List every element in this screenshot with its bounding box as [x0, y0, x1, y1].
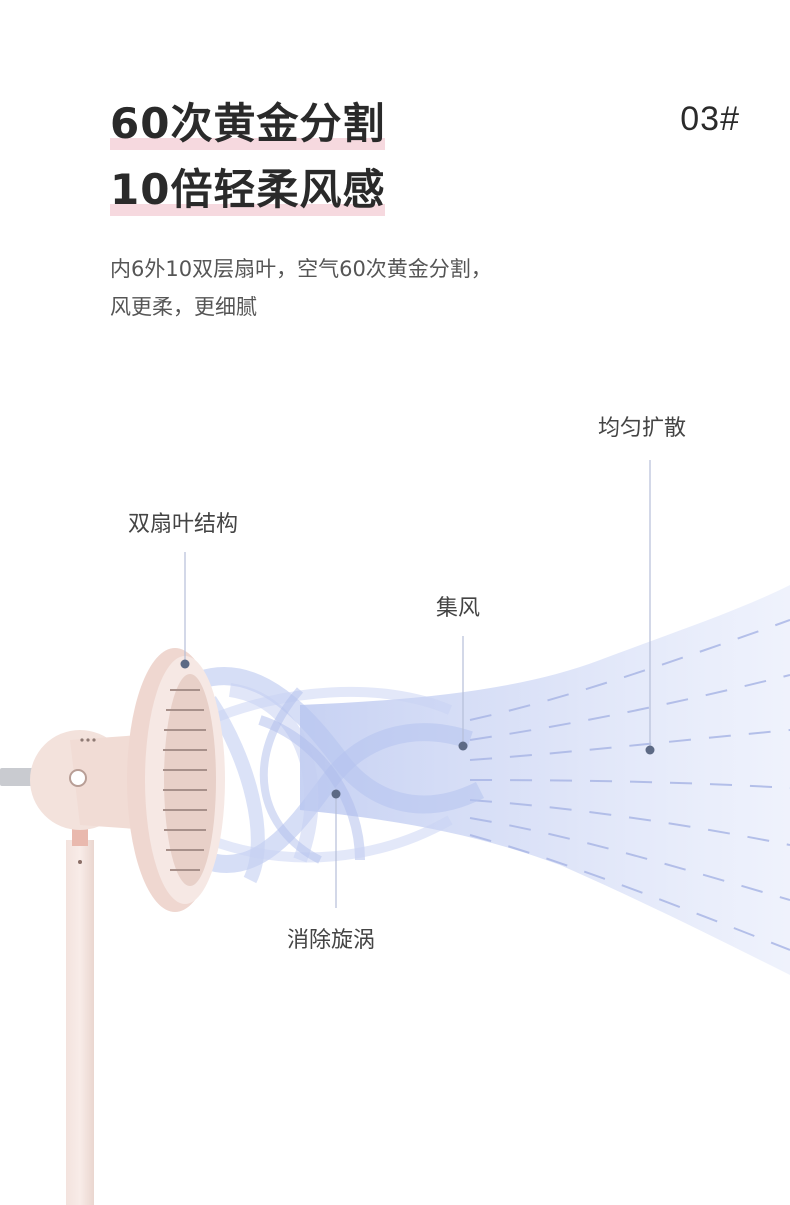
- dot-vortex: [331, 789, 341, 799]
- callout-dots: [180, 659, 655, 799]
- callout-lines: [184, 460, 651, 908]
- description-line-1: 内6外10双层扇叶，空气60次黄金分割，: [110, 257, 492, 281]
- fan-pole: [66, 818, 94, 1205]
- description-line-2: 风更柔，更细腻: [110, 295, 257, 319]
- label-dual-blade: 双扇叶结构: [128, 512, 239, 537]
- airflow-cone: [300, 585, 790, 975]
- label-focused-air: 集风: [436, 596, 481, 621]
- section-number: 03#: [680, 100, 740, 138]
- title-text-1: 60次黄金分割: [110, 99, 386, 148]
- dot-dual-blade: [180, 659, 190, 669]
- airflow-ribbons: [197, 667, 485, 884]
- label-vortex-elimination: 消除旋涡: [287, 928, 376, 953]
- dot-focused-air: [458, 741, 468, 751]
- title-line-1: 60次黄金分割: [110, 98, 386, 150]
- dot-even-diffusion: [645, 745, 655, 755]
- title-line-2: 10倍轻柔风感: [110, 164, 386, 216]
- title-text-2: 10倍轻柔风感: [110, 165, 386, 214]
- fan-head: [127, 648, 225, 912]
- label-even-diffusion: 均匀扩散: [598, 416, 687, 441]
